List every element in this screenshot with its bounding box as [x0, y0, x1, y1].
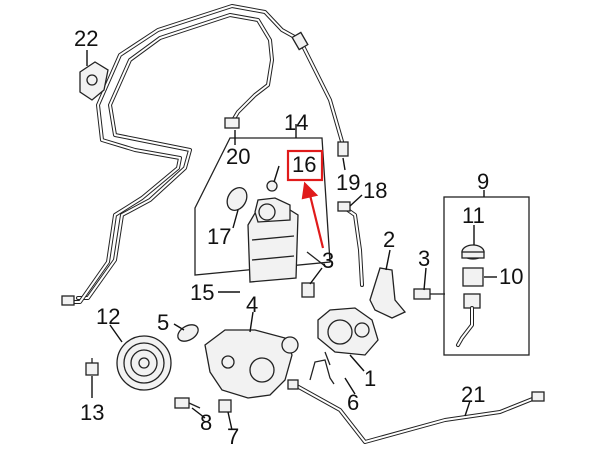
pump-part-1	[317, 307, 379, 366]
callout-9: 9	[477, 169, 490, 194]
callout-4: 4	[246, 292, 259, 317]
highlight-part-16	[286, 149, 325, 249]
callout-16: 16	[292, 152, 317, 177]
callout-2: 2	[383, 227, 396, 252]
callout-13: 13	[80, 400, 105, 425]
bolt-part-8	[174, 397, 201, 409]
bracket-part-2	[369, 267, 407, 319]
callout-10: 10	[499, 264, 524, 289]
callout-11: 11	[462, 203, 485, 228]
hose-part-18	[337, 201, 364, 287]
callout-3b: 3	[418, 246, 431, 271]
gasket-part-5	[177, 324, 199, 342]
callout-18: 18	[363, 178, 388, 203]
callout-3a: 3	[322, 248, 335, 273]
callout-19: 19	[336, 170, 361, 195]
callout-20: 20	[226, 144, 251, 169]
callout-21: 21	[461, 382, 486, 407]
callout-22: 22	[74, 26, 99, 51]
callout-17: 17	[207, 224, 232, 249]
callout-7: 7	[227, 424, 240, 449]
repair-kit-9	[443, 196, 530, 356]
callout-6: 6	[347, 390, 360, 415]
callout-14: 14	[284, 110, 309, 135]
callout-5: 5	[157, 310, 170, 335]
hose-part-21	[287, 379, 545, 444]
leader-lines	[86, 50, 497, 431]
bracket-part-4	[204, 329, 299, 399]
bolt-part-7	[218, 399, 232, 413]
callout-12: 12	[96, 304, 121, 329]
bolt-part-13	[85, 358, 99, 376]
hose-lines	[61, 4, 349, 306]
callout-1: 1	[364, 366, 377, 391]
pulley-part-12	[116, 335, 172, 391]
callout-15: 15	[190, 280, 215, 305]
bolt-part-3	[301, 282, 445, 300]
callout-8: 8	[200, 410, 213, 435]
hose-part-6	[309, 359, 335, 385]
bracket-part-22	[79, 61, 109, 101]
reservoir-assembly-14	[194, 137, 331, 283]
